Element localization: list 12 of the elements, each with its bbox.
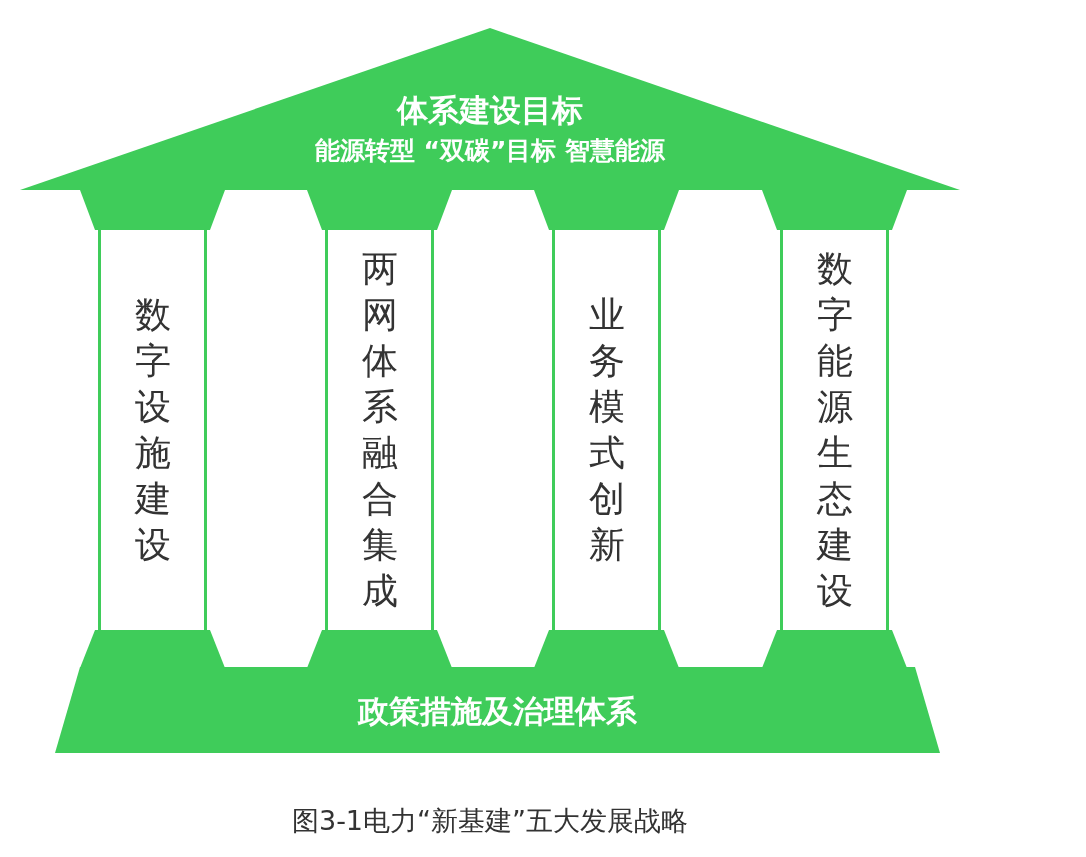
- pillar: [325, 230, 434, 630]
- pillar: [98, 230, 207, 630]
- pillar-label: 业务模式创新: [587, 293, 626, 567]
- pillar-label: 数字能源生态建设: [815, 247, 854, 613]
- pillar-label: 数字设施建设: [133, 293, 172, 567]
- roof-title: 体系建设目标: [395, 92, 584, 128]
- roof-subtitle: 能源转型 “双碳”目标 智慧能源: [313, 136, 667, 166]
- pillar: [552, 230, 661, 630]
- figure-caption: 图3-1电力“新基建”五大发展战略: [290, 804, 690, 838]
- pillar-label: 两网体系融合集成: [360, 247, 399, 613]
- foundation-label: 政策措施及治理体系: [356, 693, 638, 729]
- pillar: [780, 230, 889, 630]
